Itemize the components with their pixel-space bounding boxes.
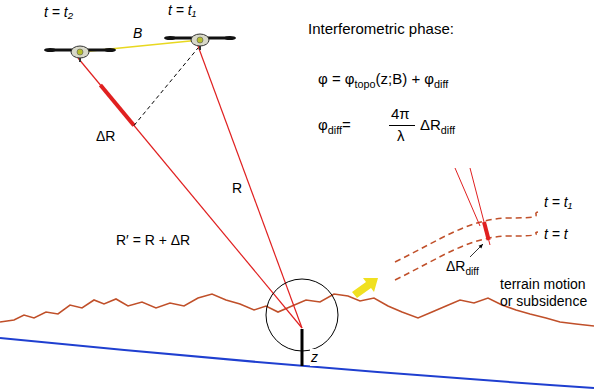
label-text: R	[232, 180, 242, 196]
range-label: R	[232, 180, 242, 197]
note-text: terrain motion or subsidence	[500, 276, 590, 310]
height-label: z	[310, 349, 319, 366]
wavefront-dashed	[134, 48, 198, 126]
label-text: ΔR	[96, 128, 115, 144]
time-label: t = t₁	[168, 2, 196, 19]
leader-line	[470, 244, 483, 257]
delta-r-segment	[100, 85, 134, 126]
subscript: diff	[434, 78, 448, 90]
slant-range-t2	[78, 58, 302, 328]
label-text: 4π	[391, 105, 410, 122]
formula-heading: Interferometric phase:	[308, 20, 454, 38]
range-ray	[455, 168, 480, 226]
label-text: t = t	[544, 226, 568, 242]
label-text: z	[311, 349, 318, 365]
satellite-t1	[164, 34, 236, 50]
label-text: φ = φ	[318, 70, 355, 87]
range-equation: R′ = R + ΔR	[116, 232, 190, 249]
fraction-denominator: λ	[397, 127, 405, 145]
label-text: ΔR	[420, 116, 441, 133]
label-text: B	[133, 25, 142, 41]
height-bar	[301, 329, 304, 366]
phase-formula: φdiff=	[318, 116, 351, 137]
subscript: diff	[465, 266, 478, 277]
label-text: Interferometric phase:	[308, 20, 454, 37]
subscript: diff	[441, 124, 455, 136]
baseline-label: B	[133, 25, 142, 42]
fraction-bar	[389, 125, 415, 126]
label-text: (z;B) + φ	[376, 70, 434, 87]
subscript: topo	[355, 78, 376, 90]
label-text: t = t₂	[44, 4, 73, 20]
displacement-label: ΔRdiff	[446, 258, 479, 278]
phase-formula: ΔRdiff	[420, 116, 455, 137]
fraction-numerator: 4π	[391, 105, 410, 123]
time-label: t = t₂	[44, 4, 73, 21]
label-text: ΔR	[446, 258, 465, 274]
zoom-arrow	[352, 278, 378, 298]
time-label: t = t	[544, 226, 568, 243]
surface-t1	[395, 212, 538, 262]
delta-r-diff-segment	[484, 222, 489, 240]
satellite-t2	[44, 46, 116, 62]
slant-range-t1	[198, 46, 302, 328]
label-text: terrain motion or subsidence	[500, 276, 587, 309]
earth-surface	[0, 338, 594, 388]
subscript: diff	[328, 124, 342, 136]
label-text: =	[342, 116, 351, 133]
label-text: t = t₁	[544, 194, 572, 210]
label-text: λ	[397, 127, 405, 144]
delta-range-label: ΔR	[96, 128, 115, 145]
label-text: φ	[318, 116, 328, 133]
surface-t	[395, 232, 538, 280]
range-ray	[470, 168, 490, 245]
label-text: t = t₁	[168, 2, 196, 18]
time-label: t = t₁	[544, 194, 572, 211]
label-text: R′ = R + ΔR	[116, 232, 190, 248]
phase-formula: φ = φtopo(z;B) + φdiff	[318, 70, 448, 91]
